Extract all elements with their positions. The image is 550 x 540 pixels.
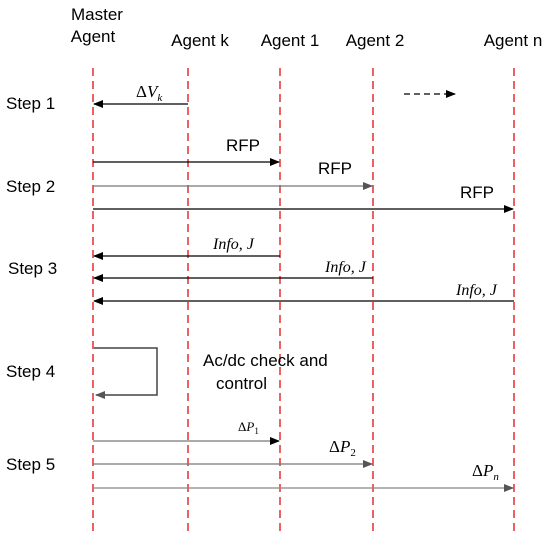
rfp-label-agent-1: RFP <box>226 136 260 155</box>
delta-pn-var: P <box>482 461 493 480</box>
delta-vk-var: V <box>147 82 160 101</box>
rfp-label-agent-n: RFP <box>460 183 494 202</box>
master-agent-label-line2: Agent <box>71 27 116 46</box>
delta-p1-sub: 1 <box>254 426 259 436</box>
step-1-label: Step 1 <box>6 94 55 113</box>
info-j-label-agent-n: Info, J <box>455 282 498 299</box>
delta-pn-label: ΔPn <box>472 461 499 483</box>
delta-vk-delta: Δ <box>136 82 147 101</box>
delta-p1-label: ΔP1 <box>238 419 259 436</box>
self-check-loop-arrow <box>94 347 158 399</box>
delta-p2-label: ΔP2 <box>329 437 356 459</box>
delta-p2-var: P <box>339 437 350 456</box>
step-4-label: Step 4 <box>6 362 55 381</box>
step-2-label: Step 2 <box>6 177 55 196</box>
agent-2-label: Agent 2 <box>346 31 405 50</box>
step-3-label: Step 3 <box>8 259 57 278</box>
delta-pn-sub: n <box>493 471 499 483</box>
step-5-label: Step 5 <box>6 455 55 474</box>
delta-p2-sub: 2 <box>350 447 356 459</box>
delta-p1-var: P <box>245 419 254 434</box>
info-j-label-agent-2: Info, J <box>324 259 367 276</box>
delta-p2-delta: Δ <box>329 437 340 456</box>
step-4-text-line2: control <box>216 374 267 393</box>
rfp-label-agent-2: RFP <box>318 159 352 178</box>
delta-vk-sub: k <box>157 92 163 104</box>
delta-vk-label: ΔVk <box>136 82 163 104</box>
delta-p1-delta: Δ <box>238 419 246 434</box>
master-agent-label-line1: Master <box>71 5 123 24</box>
step-4-text-line1: Ac/dc check and <box>203 351 328 370</box>
agent-k-label: Agent k <box>171 31 229 50</box>
delta-pn-delta: Δ <box>472 461 483 480</box>
agent-n-label: Agent n <box>484 31 543 50</box>
info-j-label-agent-1: Info, J <box>212 236 255 253</box>
agent-1-label: Agent 1 <box>261 31 320 50</box>
